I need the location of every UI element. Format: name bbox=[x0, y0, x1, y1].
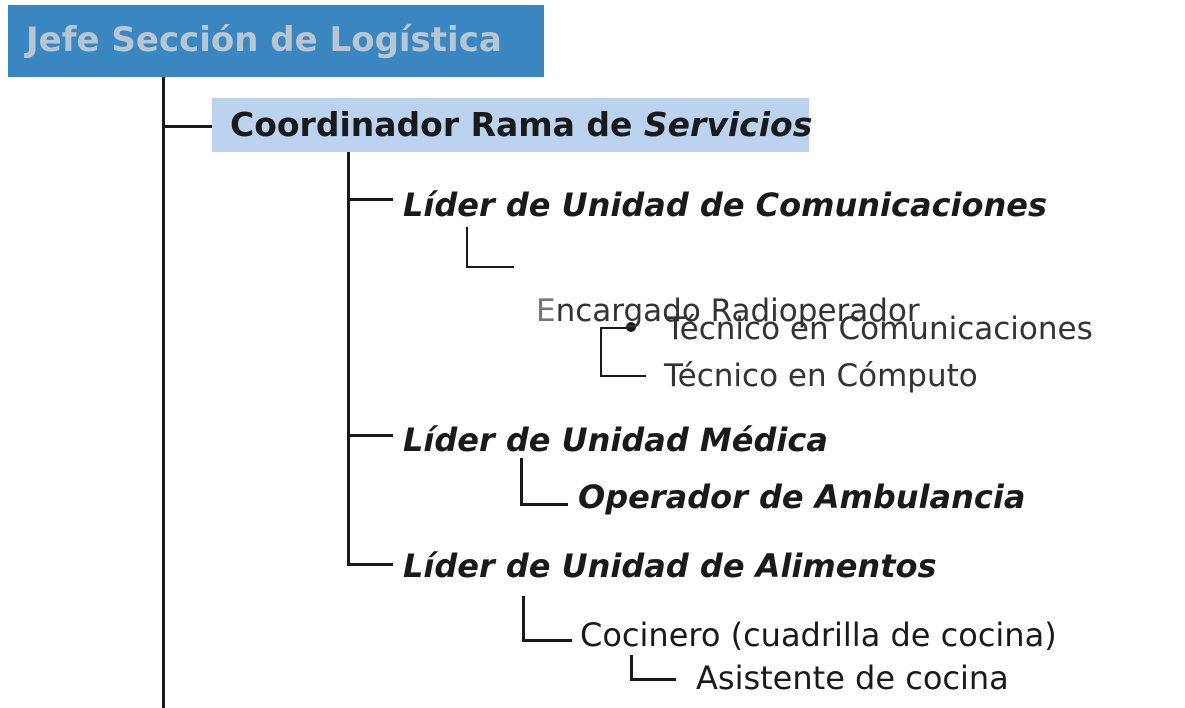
encargado-initial: E bbox=[536, 293, 556, 329]
coordinator-label-italic: Servicios bbox=[643, 105, 813, 144]
tecnico-computo-connector bbox=[600, 375, 646, 377]
communications-connector bbox=[347, 198, 393, 201]
coordinator-node-box bbox=[212, 98, 809, 152]
coordinator-connector bbox=[162, 125, 212, 128]
encargado-rest: ncargado Radioperador bbox=[555, 293, 920, 329]
communications-sub-horizontal bbox=[466, 266, 514, 268]
tecnico-comunicaciones-label: Técnico en Comunicaciones bbox=[666, 311, 1093, 347]
tecnico-computo-label: Técnico en Cómputo bbox=[664, 358, 978, 394]
root-node-box bbox=[8, 5, 544, 77]
coordinator-label-main: Coordinador Rama de bbox=[230, 105, 644, 144]
coordinator-node-label: Coordinador Rama de Servicios bbox=[230, 108, 812, 141]
tecnico-comunicaciones-connector bbox=[600, 327, 634, 329]
root-trunk-line bbox=[162, 77, 165, 708]
cook-sub-vertical bbox=[630, 655, 633, 681]
medical-sub-vertical bbox=[520, 458, 523, 506]
medical-connector bbox=[347, 434, 393, 437]
ambulance-operator-label: Operador de Ambulancia bbox=[578, 478, 1026, 516]
encargado-radioperador-label: Encargado Radioperador bbox=[536, 296, 920, 327]
cook-label: Cocinero (cuadrilla de cocina) bbox=[580, 616, 1057, 654]
cook-sub-horizontal bbox=[630, 678, 676, 681]
root-node-label: Jefe Sección de Logística bbox=[26, 20, 502, 60]
food-sub-horizontal bbox=[522, 639, 572, 642]
food-sub-vertical bbox=[522, 596, 525, 642]
communications-sub-vertical bbox=[466, 227, 468, 268]
medical-leader-label: Líder de Unidad Médica bbox=[403, 421, 828, 459]
medical-sub-horizontal bbox=[520, 503, 568, 506]
connector-dot bbox=[626, 322, 636, 332]
communications-leader-label: Líder de Unidad de Comunicaciones bbox=[403, 186, 1048, 224]
food-connector bbox=[347, 563, 393, 566]
encargado-vertical bbox=[600, 327, 602, 377]
coordinator-trunk-line bbox=[347, 152, 350, 566]
kitchen-assistant-label: Asistente de cocina bbox=[696, 659, 1009, 697]
food-leader-label: Líder de Unidad de Alimentos bbox=[403, 547, 937, 585]
